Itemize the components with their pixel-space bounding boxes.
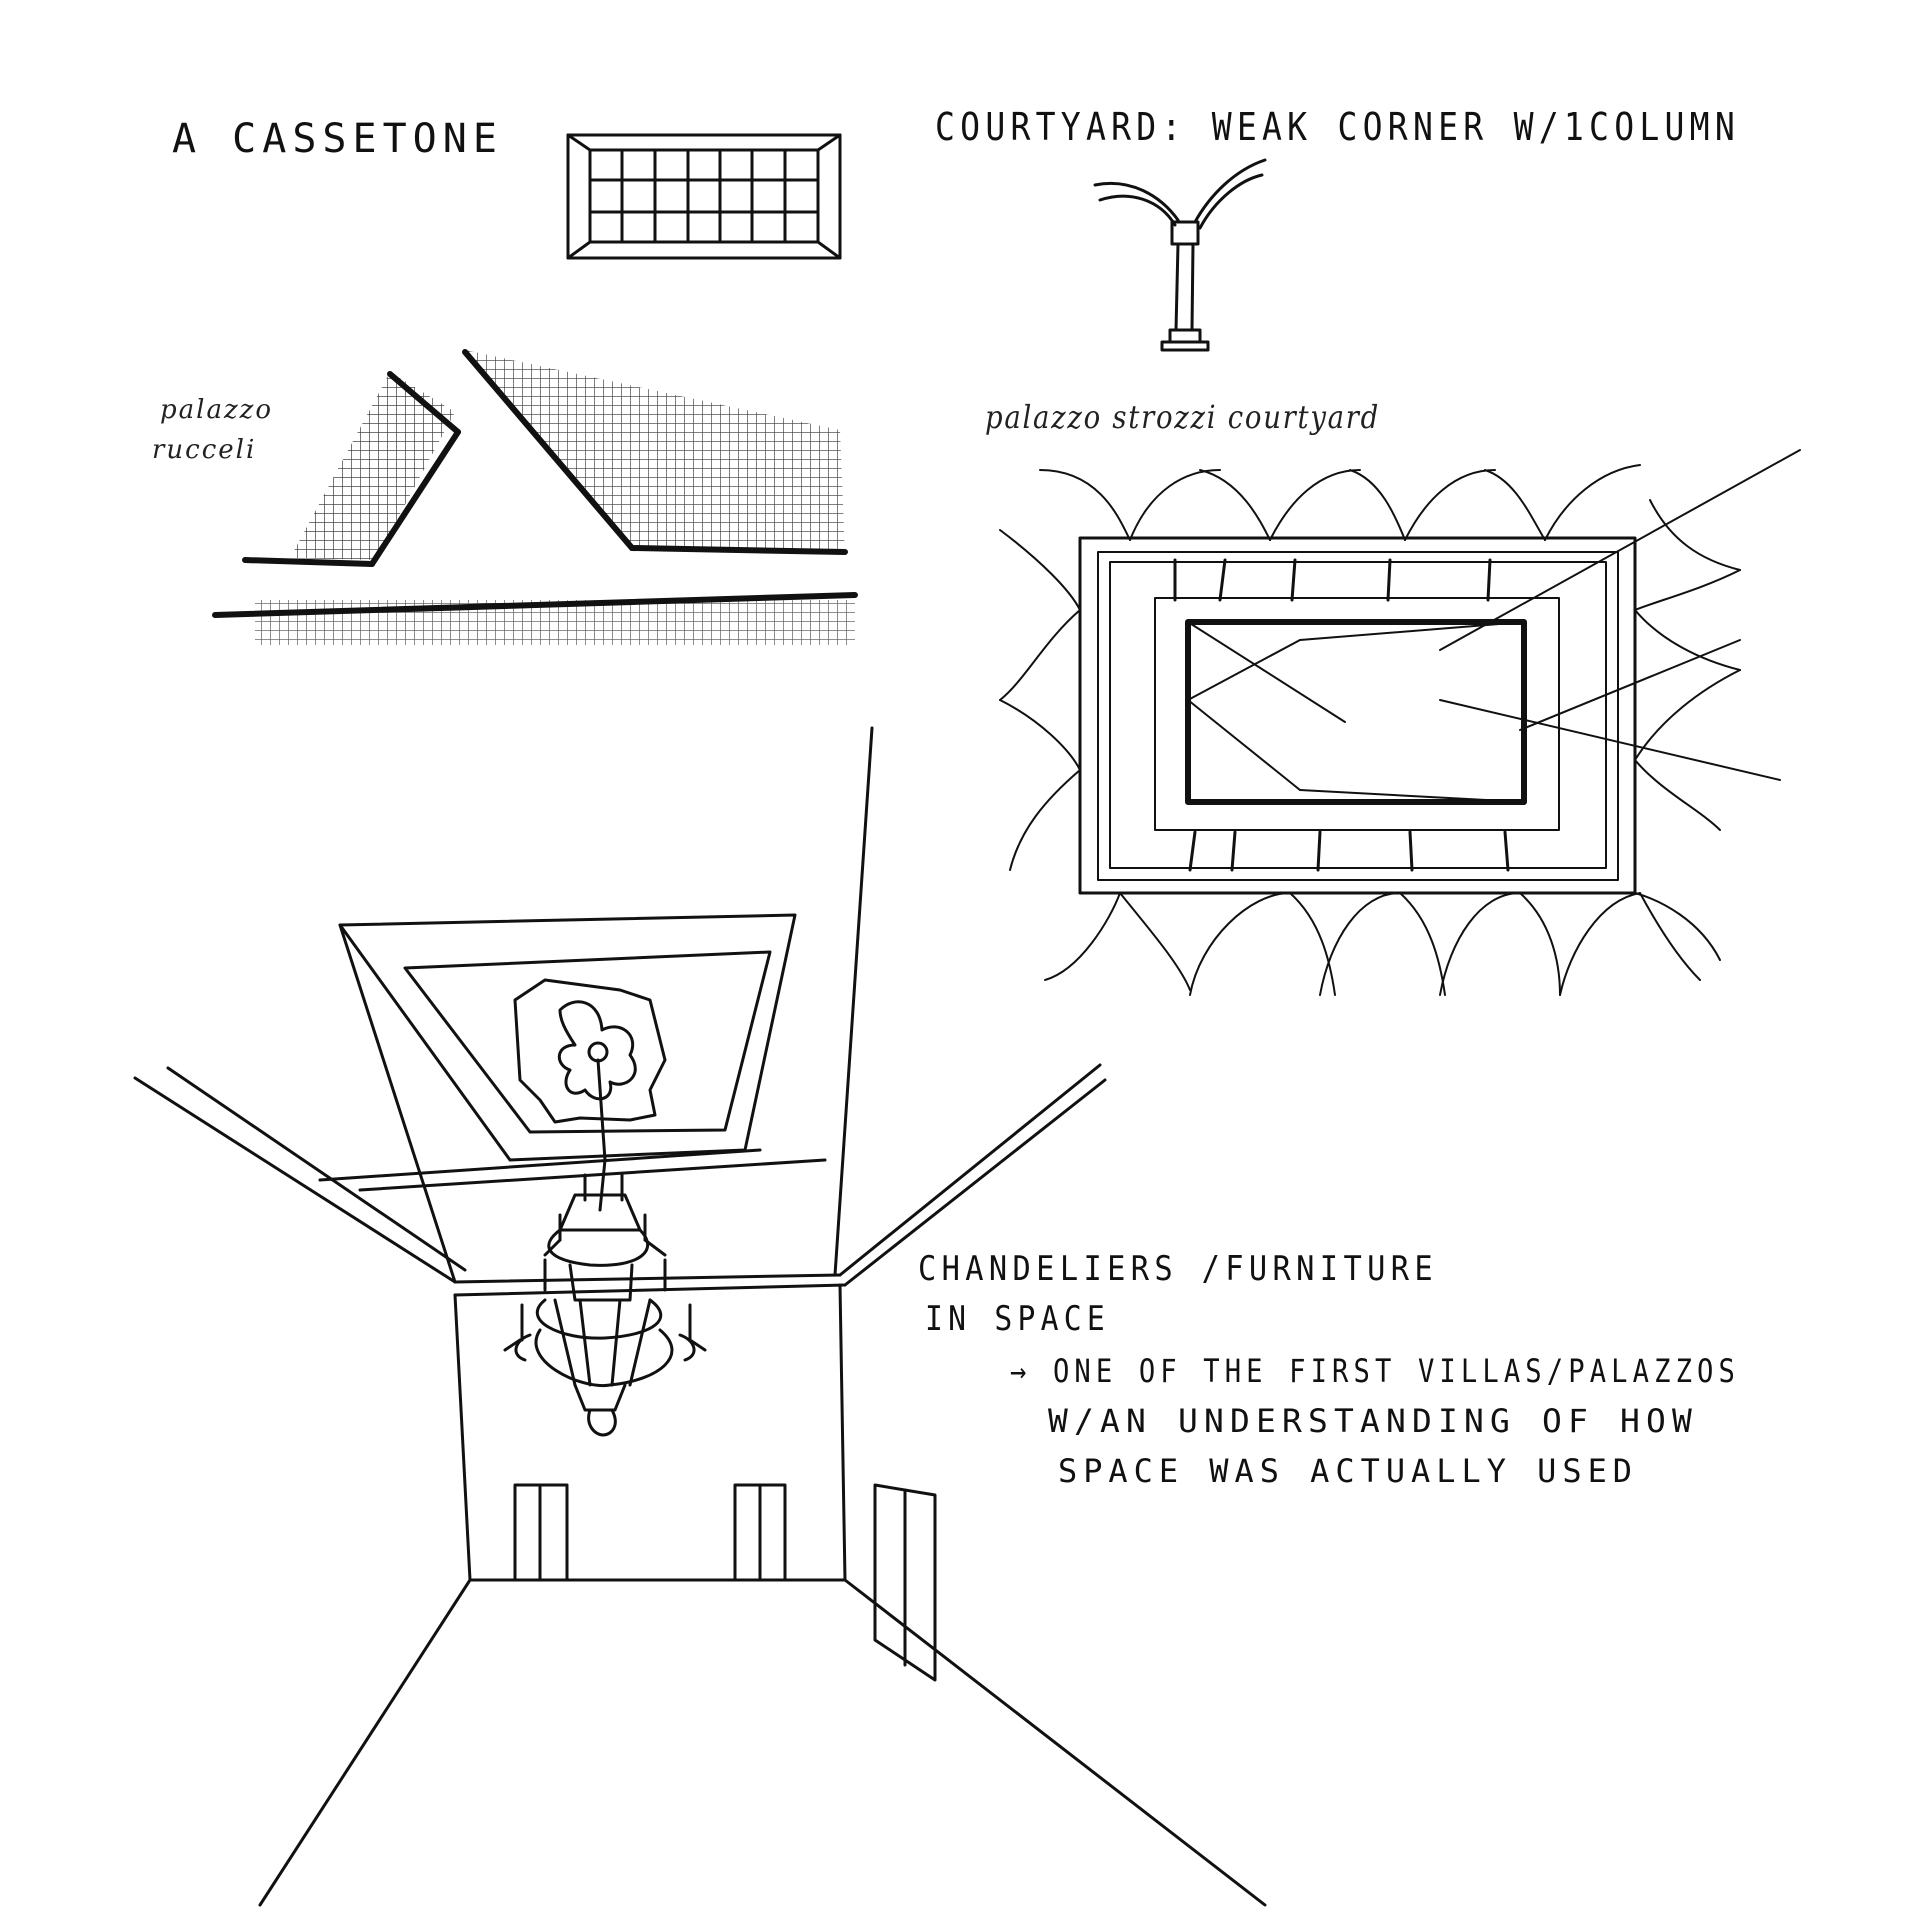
label-courtyard-title: COURTYARD: WEAK CORNER W/1COLUMN [935,105,1740,149]
label-palazzo-rucceli-1: palazzo [160,395,273,425]
note-line-1: CHANDELIERS /FURNITURE [918,1249,1438,1289]
chandelier-sketch [503,1058,707,1437]
note-line-4: W/AN UNDERSTANDING OF HOW [1048,1402,1698,1440]
note-line-5: SPACE WAS ACTUALLY USED [1058,1452,1638,1490]
note-line-2: IN SPACE [925,1299,1110,1339]
label-strozzi-courtyard: palazzo strozzi courtyard [985,398,1380,436]
interior-room-sketch [133,726,1267,1907]
cassetone-sketch [566,133,842,260]
corner-column-sketch [1093,158,1267,352]
label-palazzo-rucceli-2: rucceli [152,435,256,465]
note-line-3: → ONE OF THE FIRST VILLAS/PALAZZOS [1010,1352,1740,1390]
strozzi-courtyard-plan [999,449,1801,996]
rucceli-pediment-sketch [212,349,858,645]
label-cassetone: A CASSETONE [172,116,503,162]
